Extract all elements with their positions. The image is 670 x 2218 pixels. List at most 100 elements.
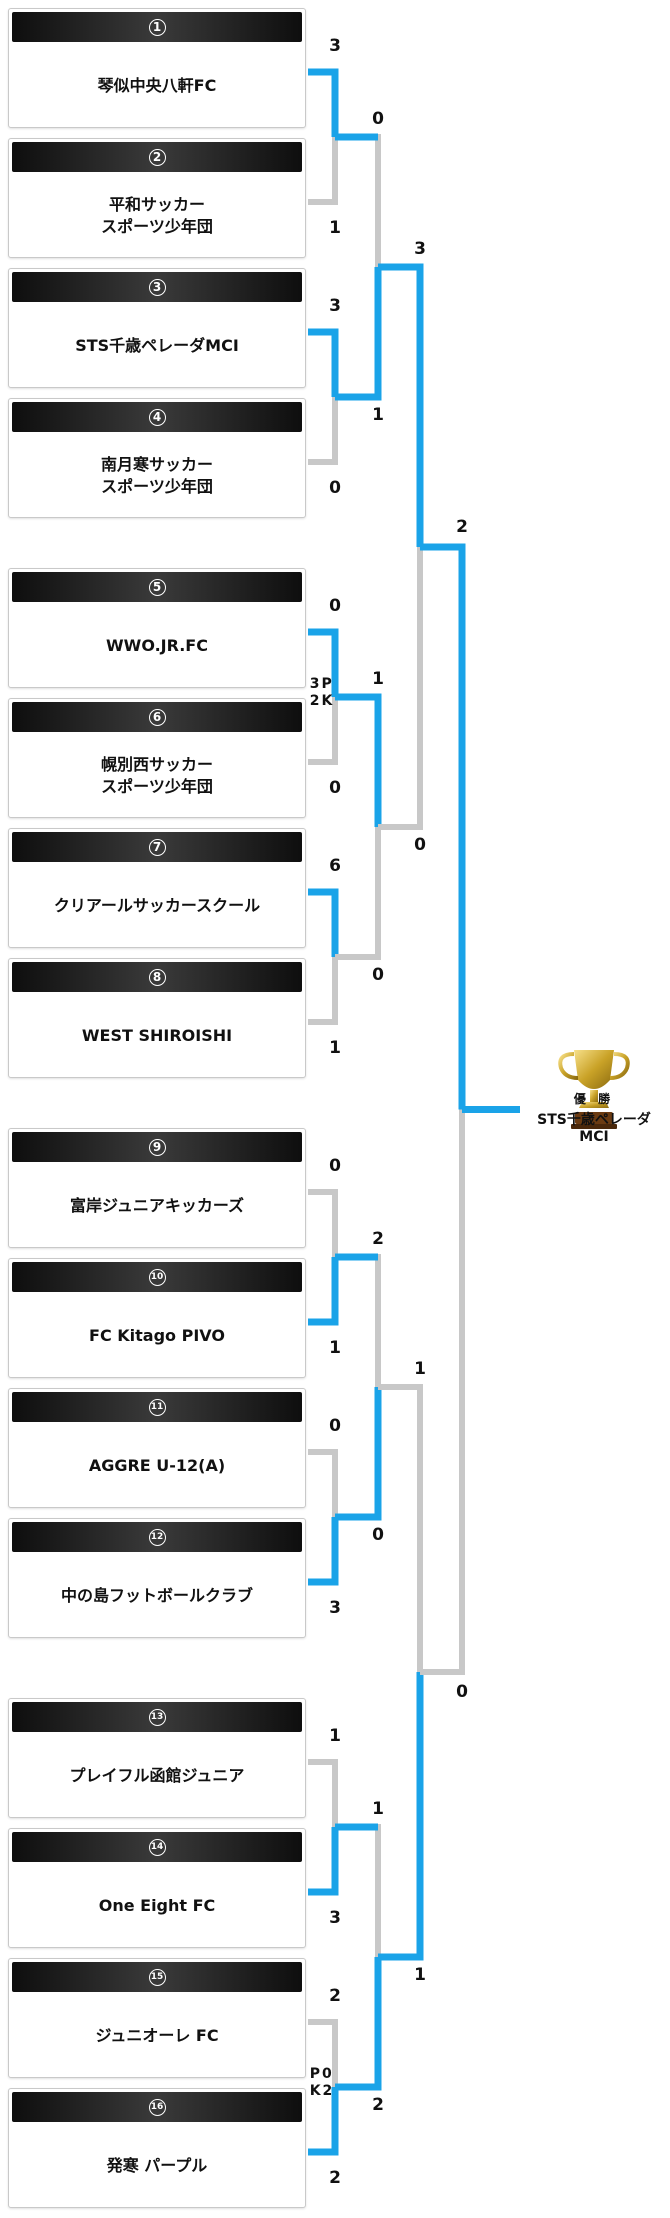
seed-bar: 9 [12,1132,302,1162]
team-name: 富岸ジュニアキッカーズ [69,1196,245,1215]
connector-line [308,1257,339,1326]
team-card: 4 南月寒サッカー スポーツ少年団 [8,398,306,518]
seed-number: 13 [148,1708,166,1726]
seed-bar: 2 [12,142,302,172]
champion-team: STS千歳ペレーダMCI [537,1112,651,1145]
match-score: 1 [414,1359,426,1379]
seed-bar: 12 [12,1522,302,1552]
match-score: 3 [414,239,426,259]
team-name: クリアールサッカースクール [53,896,261,915]
team-card: 15 ジュニオーレ FC [8,1958,306,2078]
match-score: 0 [372,1525,384,1545]
match-score: 1 [329,1726,341,1746]
connector-line [420,1109,465,1675]
seed-number: 15 [148,1968,166,1986]
match-score: 2 [329,2168,341,2188]
seed-bar: 6 [12,702,302,732]
team-name: 幌別西サッカー スポーツ少年団 [100,755,213,796]
seed-bar: 8 [12,962,302,992]
seed-bar: 16 [12,2092,302,2122]
connector-line [308,328,339,397]
match-score: 1 [372,669,384,689]
connector-line [308,1189,338,1257]
seed-number: 8 [148,968,166,986]
match-score: 0 [456,1682,468,1702]
team-card: 6 幌別西サッカー スポーツ少年団 [8,698,306,818]
match-score: 1 [329,1338,341,1358]
team-name: One Eight FC [98,1896,216,1915]
team-name: FC Kitago PIVO [89,1326,225,1345]
seed-number: 5 [148,578,166,596]
match-score: 0 [329,1416,341,1436]
seed-number: 16 [148,2098,166,2116]
team-card: 16 発寒 パープル [8,2088,306,2208]
seed-bar: 5 [12,572,302,602]
match-score: 0 [372,965,384,985]
connector-line [308,2019,338,2087]
connector-line [335,1254,381,1387]
match-score: 6 [329,856,341,876]
connector-line [308,68,339,137]
seed-number: 3 [148,278,166,296]
connector-line [335,1957,382,2091]
penalty-score: 3P 2K [309,676,335,709]
match-score: 1 [329,218,341,238]
connector-line [308,1449,338,1517]
connector-line [308,697,338,765]
seed-bar: 7 [12,832,302,862]
team-name: プレイフル函館ジュニア [69,1766,245,1785]
match-score: 1 [414,1965,426,1985]
match-score: 0 [329,1156,341,1176]
match-score: 3 [329,36,341,56]
team-card: 9 富岸ジュニアキッカーズ [8,1128,306,1248]
seed-bar: 1 [12,12,302,42]
match-score: 0 [372,109,384,129]
seed-bar: 10 [12,1262,302,1292]
match-score: 0 [329,478,341,498]
team-name: 発寒 パープル [106,2156,208,2175]
connector-line [308,957,338,1025]
penalty-score: P0 K2 [309,2066,335,2099]
seed-number: 2 [148,148,166,166]
connector-line [335,1387,382,1521]
team-name: 南月寒サッカー スポーツ少年団 [100,455,213,496]
seed-bar: 13 [12,1702,302,1732]
connector-line [308,628,339,697]
connector-line [308,1759,338,1827]
seed-number: 11 [148,1398,166,1416]
seed-number: 9 [148,1138,166,1156]
team-name: ジュニオーレ FC [95,2026,219,2045]
trophy-icon [558,1050,630,1129]
connector-line [308,137,338,205]
seed-number: 7 [148,838,166,856]
match-score: 3 [329,296,341,316]
match-score: 1 [372,405,384,425]
seed-number: 1 [148,18,166,36]
connector-line [420,543,466,1110]
connector-line [308,397,338,465]
seed-number: 10 [148,1268,166,1286]
champion-panel: 優 勝 STS千歳ペレーダMCI [524,1040,664,1145]
team-name: WEST SHIROISHI [81,1026,233,1045]
connector-line [378,1672,424,1961]
team-card: 10 FC Kitago PIVO [8,1258,306,1378]
seed-bar: 11 [12,1392,302,1422]
team-name: 中の島フットボールクラブ [60,1586,253,1605]
connector-line [378,547,423,830]
team-card: 13 プレイフル函館ジュニア [8,1698,306,1818]
seed-number: 4 [148,408,166,426]
team-name: WWO.JR.FC [106,636,208,655]
connector-line [378,263,424,547]
match-score: 1 [329,1038,341,1058]
team-card: 12 中の島フットボールクラブ [8,1518,306,1638]
seed-number: 6 [148,708,166,726]
